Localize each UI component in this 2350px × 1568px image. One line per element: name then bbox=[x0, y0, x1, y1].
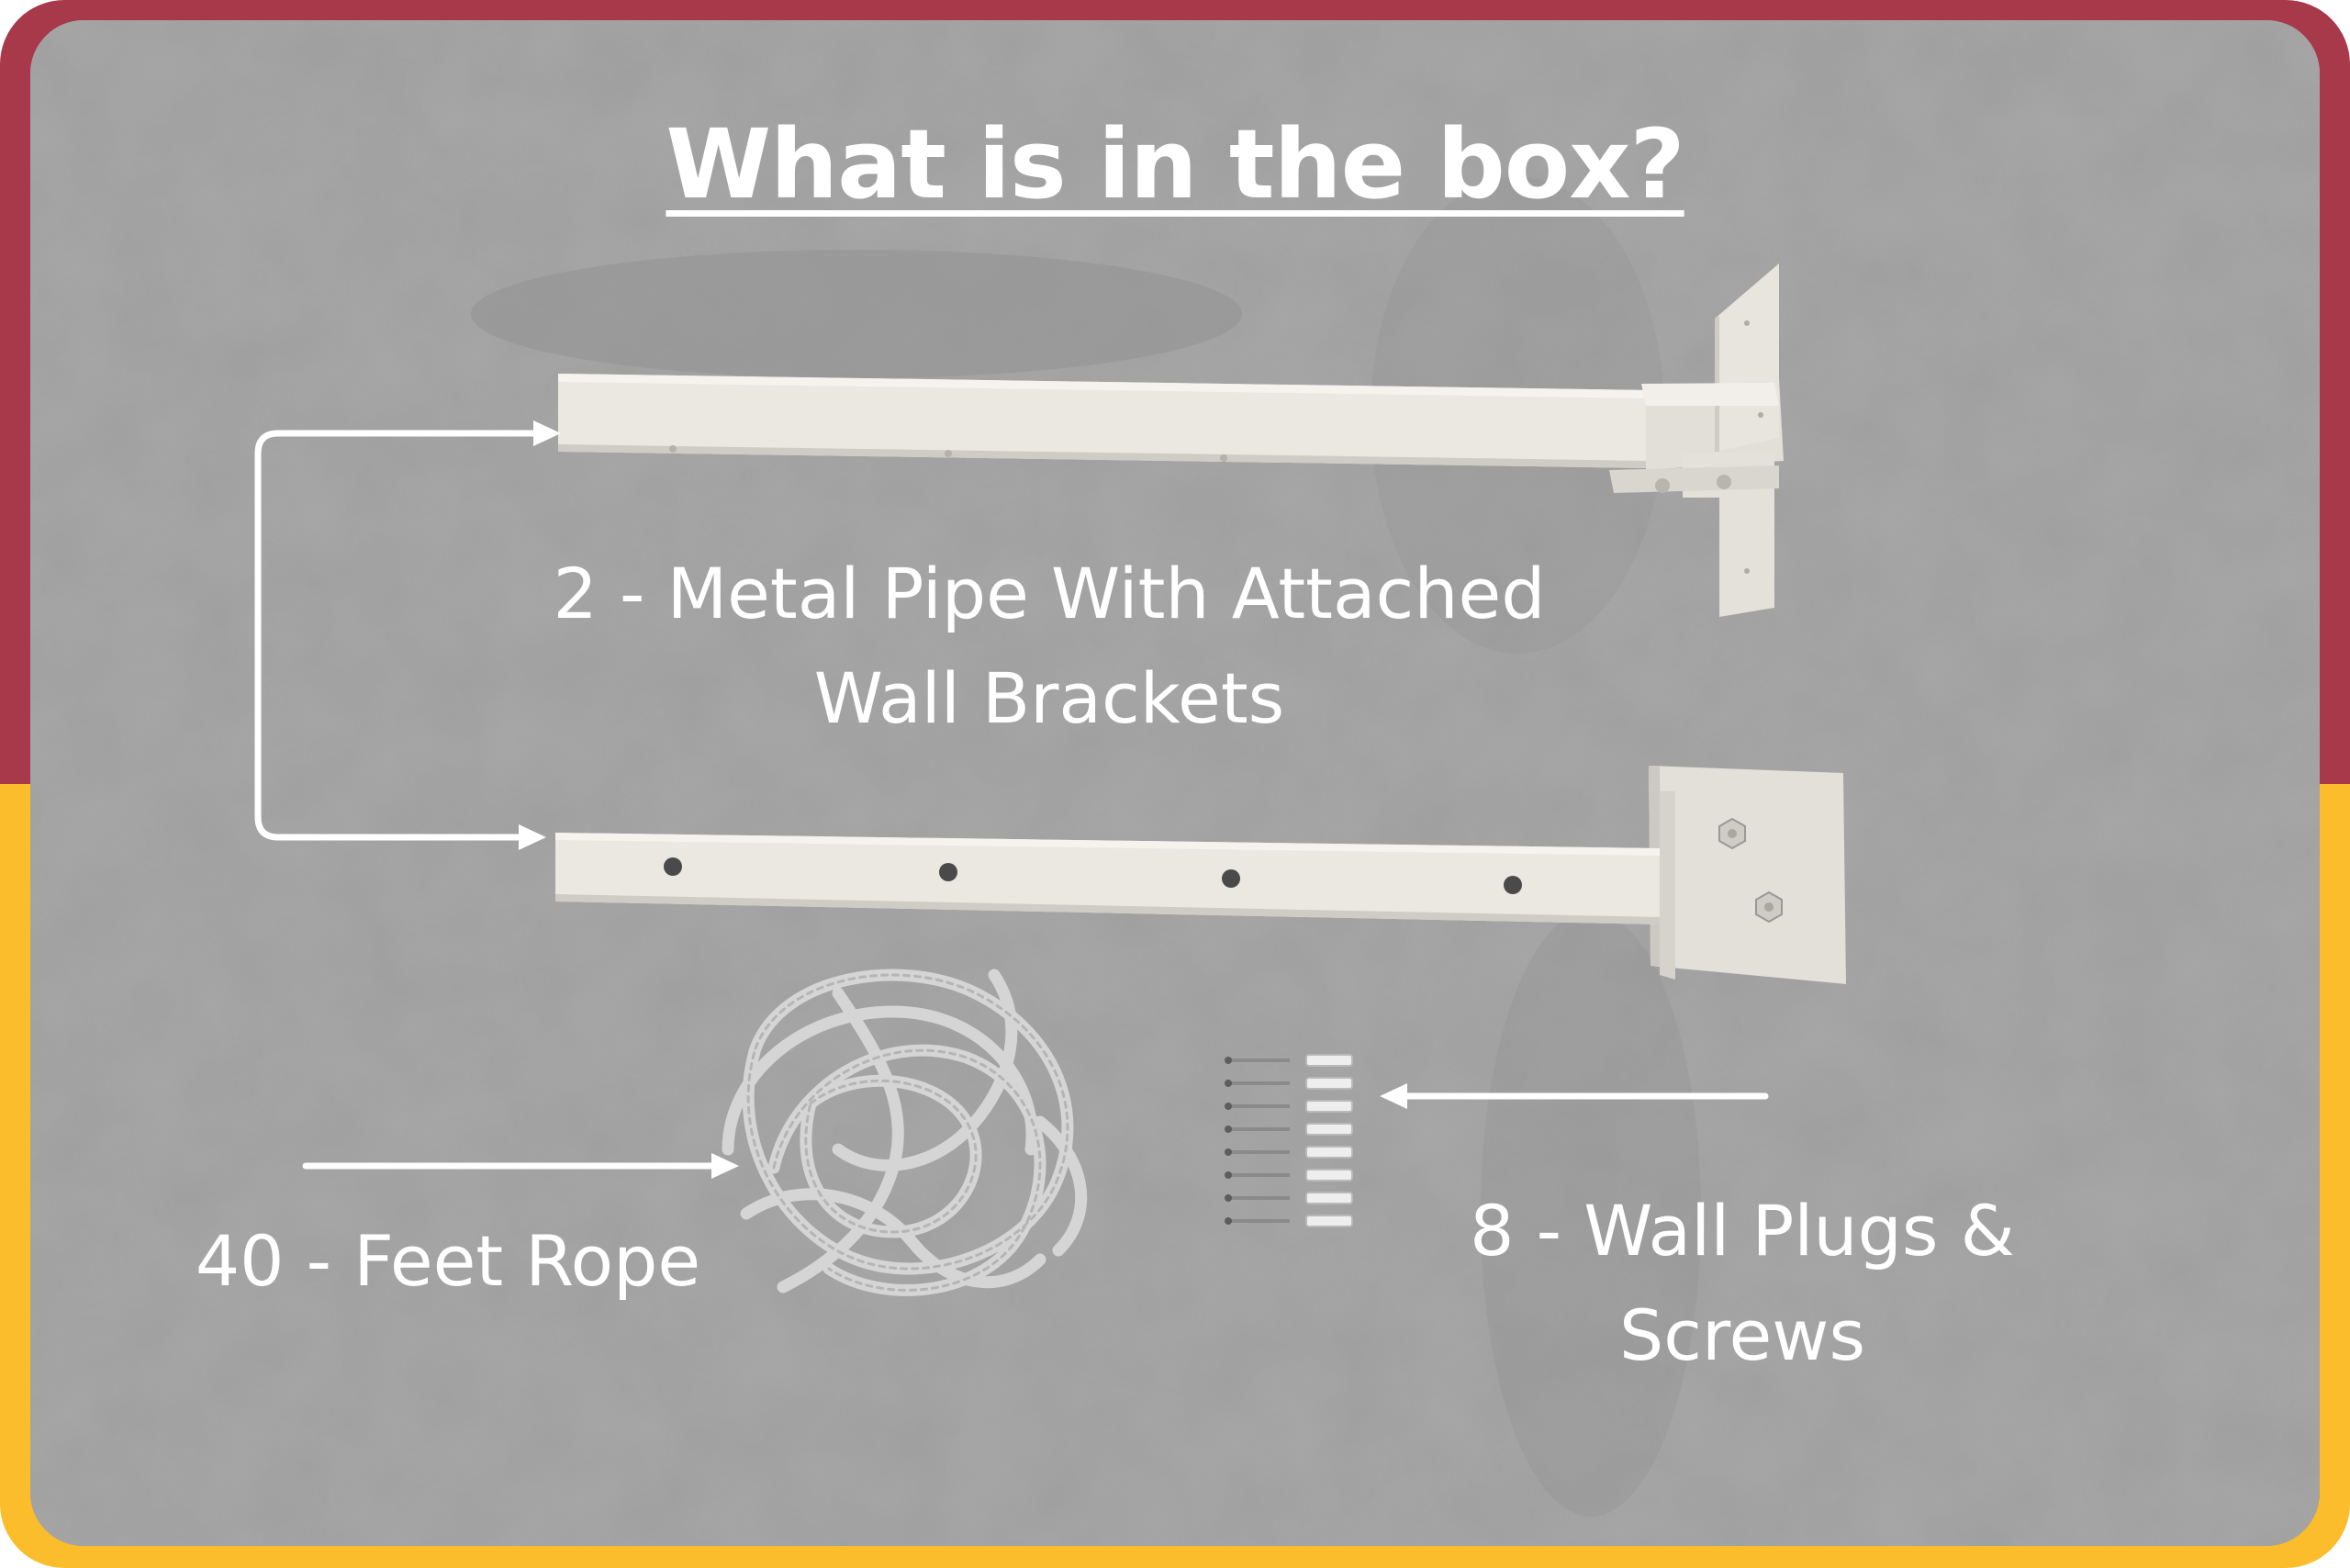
metal-pipe-label-line2: Wall Brackets bbox=[813, 657, 1285, 739]
product-illustration bbox=[254, 263, 1846, 1296]
rope-label: 40 - Feet Rope bbox=[131, 1209, 765, 1314]
concrete-panel: What is in the box? bbox=[30, 20, 2320, 1546]
wall-plugs-label-line2: Screws bbox=[1618, 1294, 1866, 1376]
rope-arrow-head-icon bbox=[711, 1153, 739, 1179]
plugs-arrow-head-icon bbox=[1380, 1083, 1407, 1109]
concrete-texture bbox=[30, 20, 2320, 1546]
pipes-connector-arrow-icon bbox=[254, 430, 543, 841]
rope-coil-icon bbox=[722, 969, 1088, 1296]
title-text: What is in the box? bbox=[666, 108, 1684, 220]
rope-label-line1: 40 - Feet Rope bbox=[195, 1220, 701, 1302]
metal-pipe-label-line1: 2 - Metal Pipe With Attached bbox=[553, 553, 1546, 634]
metal-pipe-label: 2 - Metal Pipe With Attached Wall Bracke… bbox=[462, 542, 1637, 751]
page-title: What is in the box? bbox=[30, 112, 2320, 217]
screws-and-plugs-icon bbox=[1225, 1054, 1353, 1227]
wall-plugs-label-line1: 8 - Wall Plugs & bbox=[1470, 1190, 2015, 1271]
wall-plugs-label: 8 - Wall Plugs & Screws bbox=[1375, 1179, 2109, 1388]
arrow-head-bottom-icon bbox=[519, 824, 546, 850]
arrow-head-top-icon bbox=[533, 420, 561, 446]
metal-pipe-bottom-icon bbox=[555, 766, 1846, 984]
metal-pipe-top-icon bbox=[558, 263, 1784, 617]
